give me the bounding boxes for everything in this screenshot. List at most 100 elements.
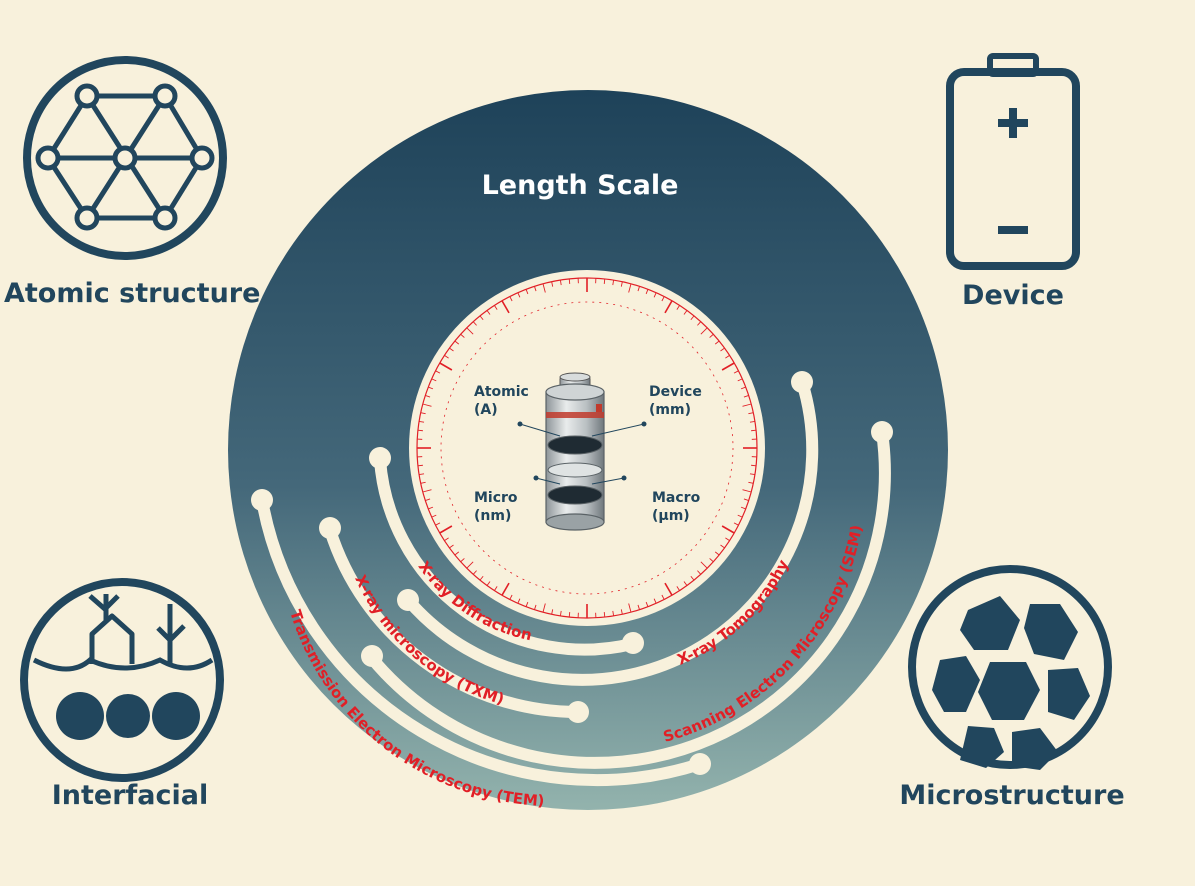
ruler-tick	[431, 378, 437, 382]
ruler-tick	[428, 386, 434, 390]
ruler-tick	[653, 292, 657, 298]
track-txm	[324, 524, 584, 718]
ruler-tick	[486, 310, 491, 315]
ruler-tick	[664, 300, 673, 314]
ruler-tick	[479, 315, 484, 321]
ruler-tick	[751, 464, 757, 467]
ruler-tick	[501, 300, 510, 314]
ruler-tick	[603, 278, 606, 284]
ruler-tick	[700, 561, 708, 569]
ruler-tick	[751, 429, 757, 432]
ruler-tick	[740, 506, 746, 510]
lattice-icon	[23, 56, 227, 260]
ruler-ring-inner	[440, 301, 734, 595]
ruler-tick	[454, 340, 460, 345]
ruler-tick	[494, 586, 498, 591]
ruler-tick	[709, 558, 714, 563]
ruler-tick	[460, 333, 465, 338]
track-sem-end-left	[361, 645, 383, 667]
ruler-tick	[612, 280, 615, 286]
ruler-tick	[517, 292, 521, 298]
track-xrd-end-left	[369, 447, 391, 469]
ruler-tick	[676, 305, 680, 310]
ruler-tick	[525, 601, 529, 607]
ruler-tick	[422, 489, 432, 493]
ruler-tick	[422, 403, 432, 407]
ruler-tick	[419, 473, 425, 476]
ruler-tick	[542, 283, 546, 293]
ruler-tick	[431, 514, 437, 518]
ruler-tick	[419, 420, 425, 423]
ruler-tick	[661, 296, 665, 302]
track-xrt-end-left	[397, 589, 419, 611]
ruler-tick	[559, 280, 562, 286]
ruler-tick	[637, 604, 640, 610]
ruler-tick	[551, 281, 554, 287]
battery-icon	[946, 53, 1080, 270]
track-xrd	[374, 454, 638, 656]
ruler-tick	[637, 286, 640, 292]
ruler-tick	[721, 362, 735, 371]
ruler-tick	[460, 558, 465, 563]
ruler-tick	[472, 570, 477, 575]
corner-label-microstructure: Microstructure	[899, 780, 1125, 811]
ruler-tick	[559, 610, 562, 616]
track-xrd-end-right	[622, 632, 644, 654]
ruler-tick	[425, 498, 431, 501]
ruler-tick	[733, 370, 739, 374]
ruler-tick	[737, 514, 743, 518]
ruler-tick	[444, 537, 449, 541]
ruler-tick	[509, 594, 513, 600]
ruler-tick	[568, 278, 571, 284]
ruler-tick	[749, 473, 755, 476]
ruler-tick	[509, 296, 513, 302]
ruler-tick	[697, 321, 702, 326]
corner-label-device: Device	[962, 280, 1064, 311]
ruler-tick	[417, 429, 423, 432]
ruler-tick	[645, 601, 649, 607]
ruler-tick	[742, 489, 752, 493]
ruler-tick	[720, 347, 725, 352]
ruler-tick	[454, 551, 460, 556]
ruler-tick	[700, 327, 708, 335]
ruler-tick	[612, 610, 615, 616]
ruler-tick	[676, 586, 680, 591]
ruler-tick	[628, 283, 632, 293]
track-sem-end-right	[871, 421, 893, 443]
cell-label-atomic: Atomic	[474, 384, 529, 400]
cell-label-micro: Micro	[474, 490, 518, 506]
ruler-tick	[733, 522, 739, 526]
track-tem-end-right	[689, 753, 711, 775]
ruler-tick	[620, 281, 623, 287]
cell-leader-lines	[519, 423, 645, 485]
grains-icon	[908, 565, 1112, 770]
ruler-tick	[479, 575, 484, 581]
ruler-tick	[517, 598, 521, 604]
ruler-tick	[439, 362, 453, 371]
interface-icon	[20, 578, 224, 782]
track-sem	[364, 426, 891, 769]
cell-unit-device: (mm)	[649, 402, 691, 418]
battery-cell-illustration	[545, 372, 605, 531]
ruler-tick	[525, 289, 529, 295]
track-xrt	[402, 376, 819, 686]
ruler-tick	[628, 603, 632, 613]
track-txm-end-left	[319, 517, 341, 539]
ruler-tick	[449, 347, 454, 352]
ruler-tick	[435, 522, 441, 526]
track-xrt-end-right	[791, 371, 813, 393]
ruler-tick	[494, 305, 498, 310]
ruler-tick	[439, 525, 453, 534]
ruler-tick	[653, 598, 657, 604]
ruler-tick	[714, 340, 720, 345]
ruler-tick	[690, 315, 695, 321]
technique-tracks	[251, 371, 893, 787]
ruler-tick	[428, 506, 434, 510]
ruler-tick	[603, 612, 606, 618]
ruler-tick	[748, 412, 754, 415]
track-tem-end-left	[251, 489, 273, 511]
ruler-tick	[551, 609, 554, 615]
ruler-tick	[743, 498, 749, 501]
ruler-tick	[466, 561, 474, 569]
